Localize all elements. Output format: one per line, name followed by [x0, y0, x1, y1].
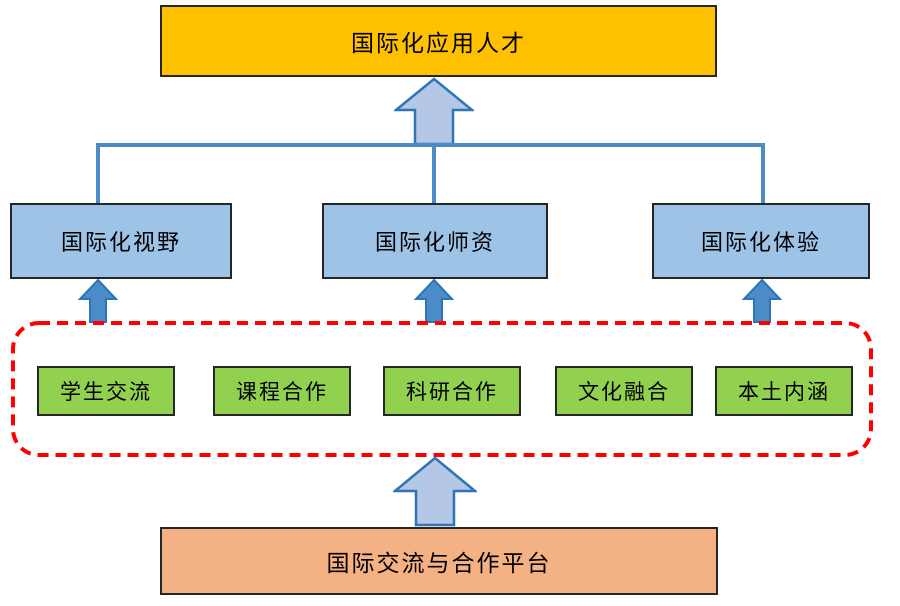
pillar-box-vision: 国际化视野 — [10, 203, 232, 279]
activity-box-course-cooperation: 课程合作 — [213, 366, 351, 416]
arrow-up-icon — [78, 279, 118, 323]
goal-box-label: 国际化应用人才 — [351, 31, 526, 56]
arrow-up-icon — [742, 279, 782, 323]
activity-box-label: 学生交流 — [60, 380, 152, 404]
connector-vertical-middle — [432, 145, 436, 203]
activity-box-label: 科研合作 — [406, 380, 498, 404]
pillar-box-experience: 国际化体验 — [652, 203, 870, 279]
activity-box-culture-integration: 文化融合 — [555, 366, 693, 416]
activity-box-student-exchange: 学生交流 — [37, 366, 175, 416]
activity-box-local-connotation: 本土内涵 — [715, 366, 853, 416]
activity-box-research-cooperation: 科研合作 — [383, 366, 521, 416]
block-arrow-up-icon — [393, 456, 477, 527]
activity-box-label: 文化融合 — [578, 380, 670, 404]
platform-box: 国际交流与合作平台 — [160, 527, 718, 595]
connector-vertical-right — [761, 145, 765, 203]
connector-horizontal-line — [96, 143, 765, 147]
platform-box-label: 国际交流与合作平台 — [326, 551, 552, 576]
pillar-box-label: 国际化视野 — [60, 230, 181, 255]
connector-vertical-left — [96, 145, 100, 203]
activity-box-label: 本土内涵 — [738, 380, 830, 404]
dashed-group-frame — [11, 321, 873, 457]
pillar-box-label: 国际化师资 — [374, 230, 495, 255]
pillar-box-label: 国际化体验 — [700, 230, 821, 255]
block-arrow-up-icon — [394, 77, 474, 146]
pillar-box-faculty: 国际化师资 — [322, 203, 548, 279]
goal-box: 国际化应用人才 — [160, 5, 717, 77]
arrow-up-icon — [414, 279, 454, 323]
activity-box-label: 课程合作 — [236, 380, 328, 404]
